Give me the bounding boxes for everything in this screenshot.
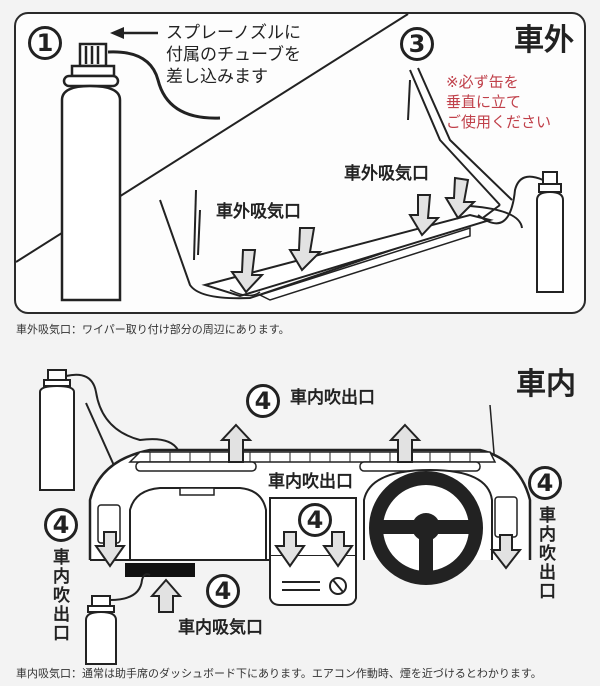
step-1-badge: 1 [28, 26, 62, 60]
intake-arrows [230, 176, 477, 294]
hood-line [159, 199, 501, 300]
exterior-note: 車外吸気口：ワイパー取り付け部分の周辺にあります。 [16, 323, 290, 336]
glovebox [129, 487, 267, 560]
step-4-badge: 4 [246, 384, 280, 418]
left-outlet-label: 車内吹出口 [49, 548, 69, 643]
arrow-left-icon [110, 27, 158, 39]
step-4-badge: 4 [206, 574, 240, 608]
spray-can-icon [60, 42, 122, 302]
vertical-can-warning: ※必ず缶を 垂直に立て ご使用ください [446, 73, 552, 131]
interior-title: 車内 [516, 367, 576, 402]
right-outlet-label: 車内吹出口 [535, 506, 555, 601]
down-arrow-icon [322, 531, 354, 568]
wiper-cowl [201, 213, 494, 298]
defroster-vent [128, 451, 497, 463]
step-4-badge: 4 [44, 508, 78, 542]
up-arrow-icon [219, 423, 253, 463]
interior-outlet-label: 車内吹出口 [290, 388, 375, 408]
interior-intake-label: 車内吸気口 [178, 618, 263, 638]
spray-can-icon [85, 595, 117, 665]
down-arrow-icon [230, 249, 265, 294]
interior-intake-slot [125, 563, 195, 577]
interior-can-top [39, 369, 75, 491]
down-arrow-icon [274, 531, 306, 568]
up-arrow-icon [149, 578, 183, 613]
down-arrow-icon [444, 176, 477, 220]
step-4-badge: 4 [298, 503, 332, 537]
down-arrow-icon [94, 531, 126, 568]
step-3-badge: 3 [400, 27, 434, 61]
center-outlet-label: 車内吹出口 [268, 472, 353, 492]
exterior-title: 車外 [514, 23, 574, 58]
step-1-instruction: スプレーノズルに 付属のチューブを 差し込みます [166, 23, 301, 87]
down-arrow-icon [408, 194, 441, 237]
interior-note: 車内吸気口：通常は助手席のダッシュボード下にあります。エアコン作動時、煙を近づけ… [16, 667, 542, 680]
down-arrow-icon [489, 534, 523, 570]
exterior-intake-label: 車外吸気口 [216, 202, 301, 222]
up-arrow-icon [388, 423, 422, 463]
spray-can-icon [536, 171, 564, 293]
tube-line [107, 50, 221, 120]
exterior-intake-label: 車外吸気口 [344, 164, 429, 184]
step-4-badge: 4 [528, 466, 562, 500]
down-arrow-icon [288, 227, 323, 272]
